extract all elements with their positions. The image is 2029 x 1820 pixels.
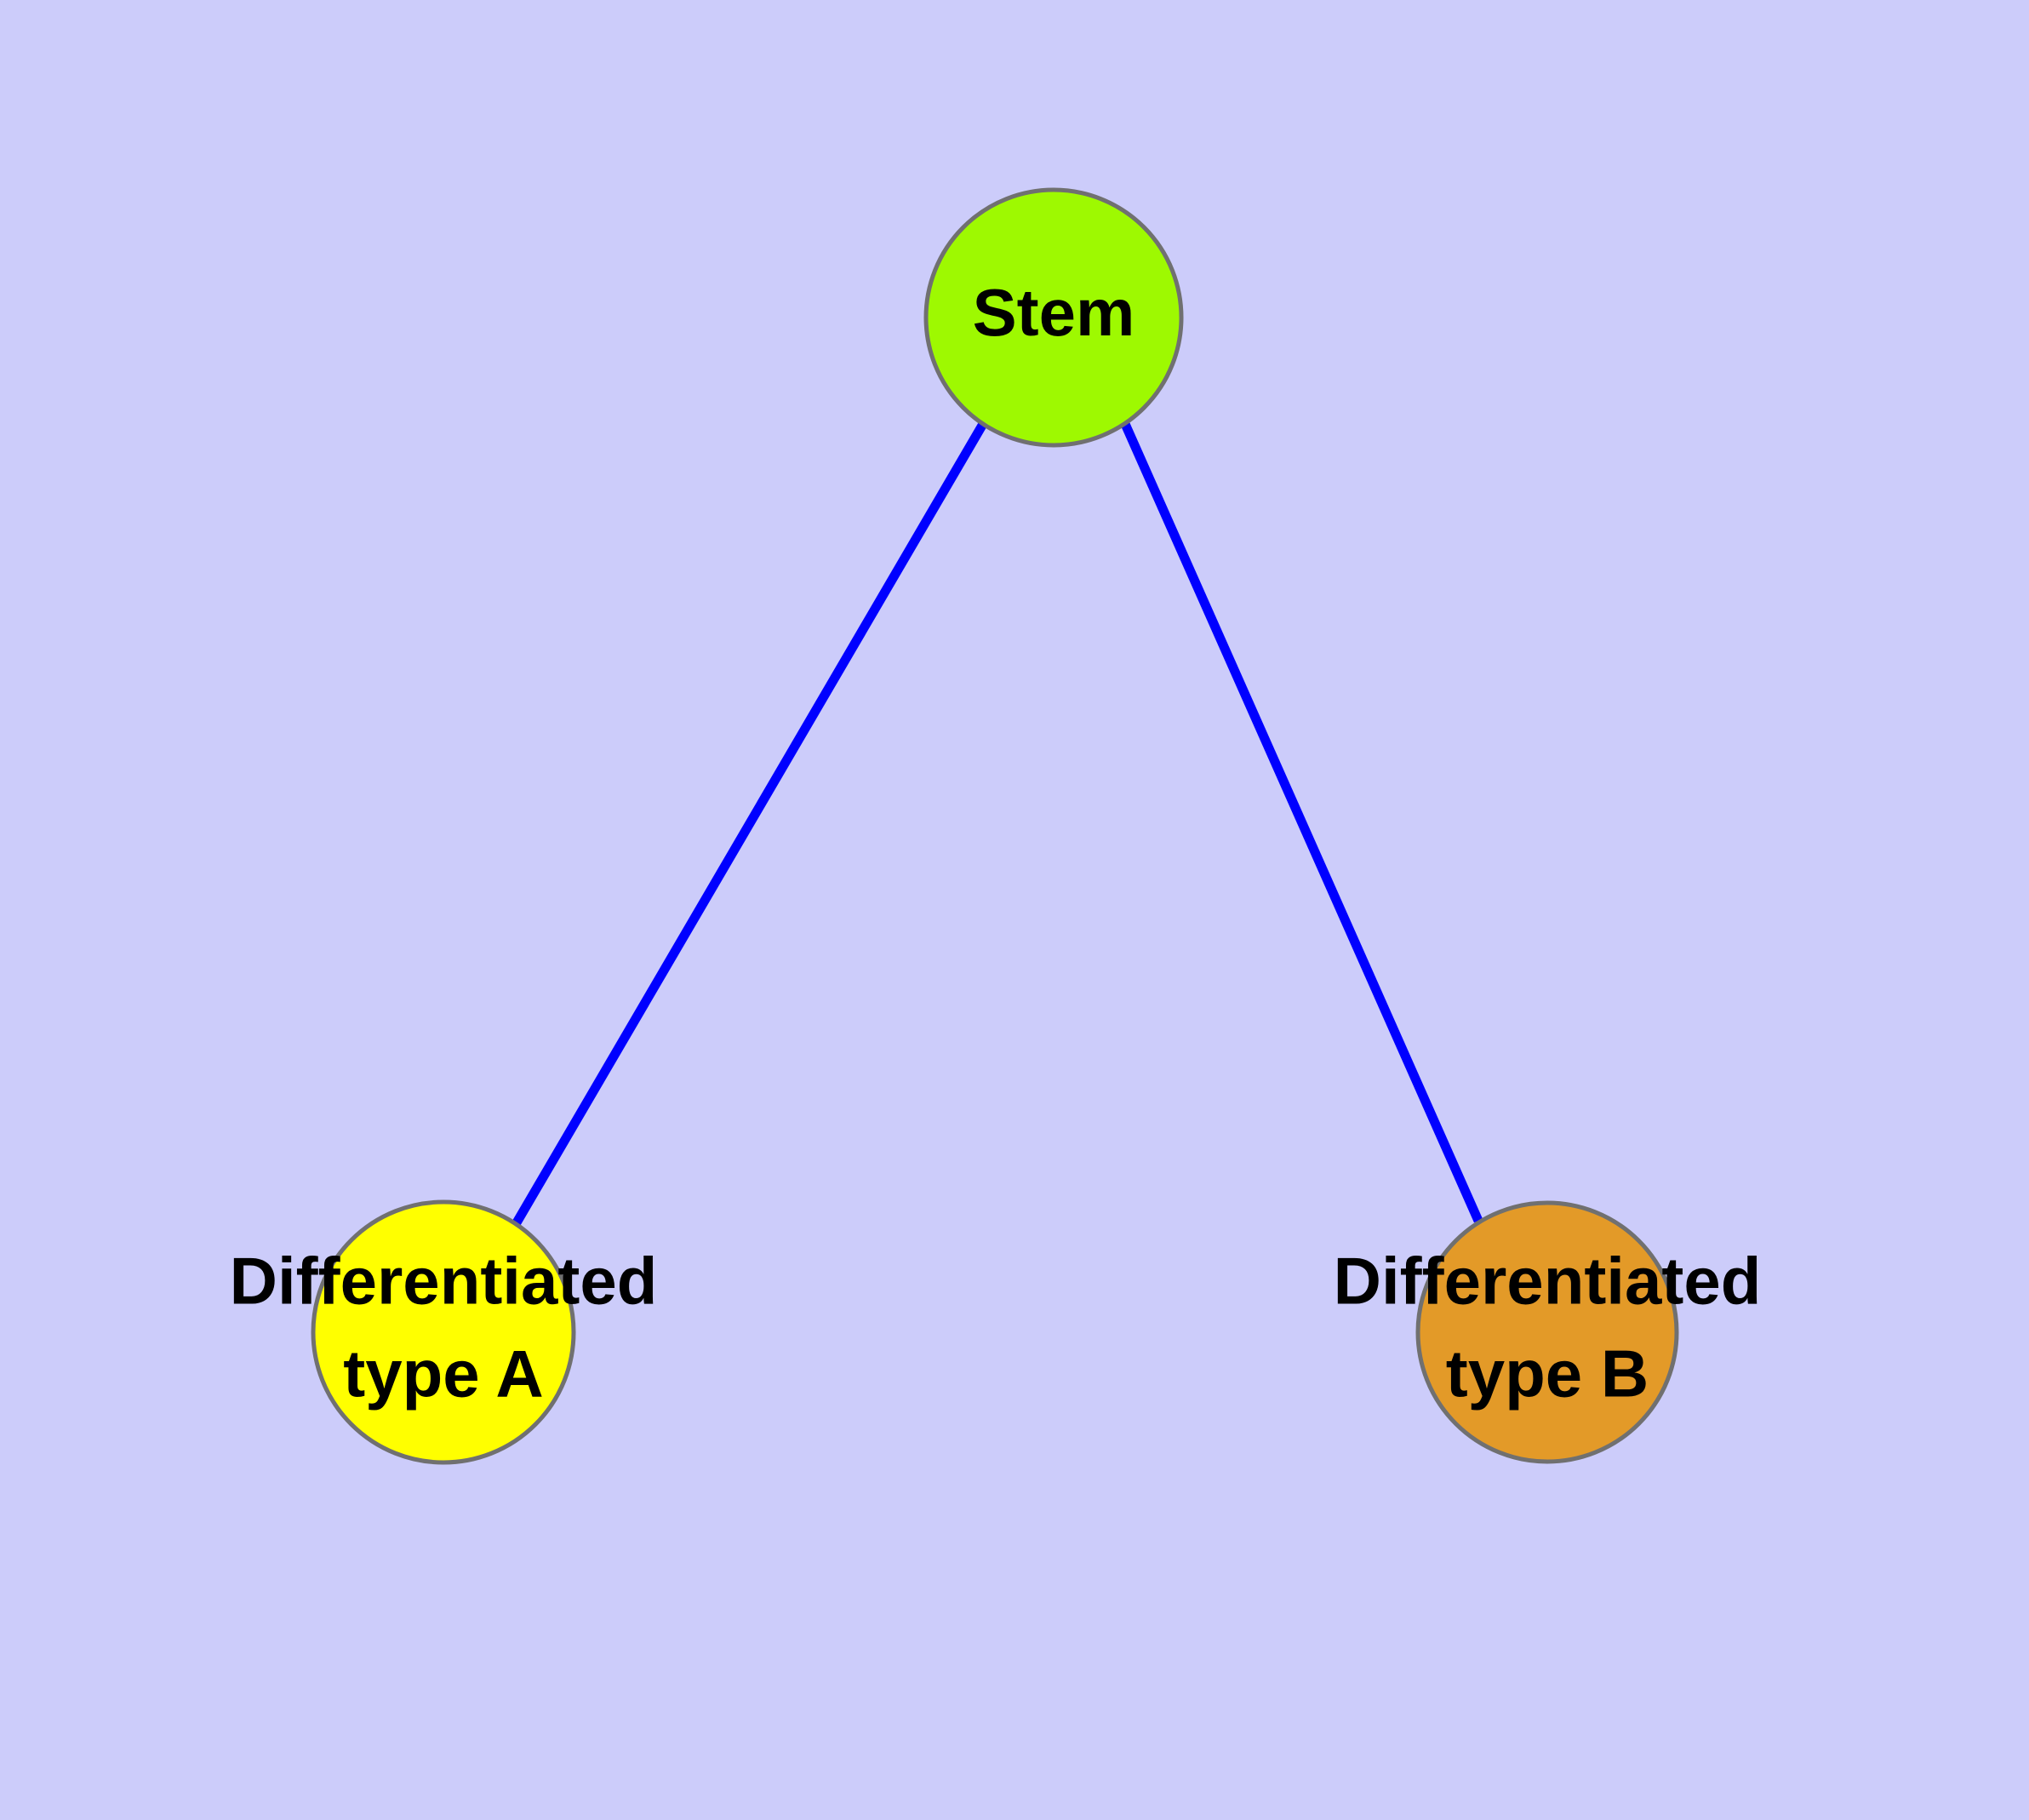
node-label-line-1: Stem	[973, 275, 1135, 350]
node-label-line-1: Differentiated	[230, 1243, 658, 1318]
edge-stem-to-diff-a[interactable]	[512, 421, 987, 1227]
node-diff-b[interactable]	[1415, 1200, 1679, 1464]
node-diff-a[interactable]	[311, 1199, 576, 1465]
node-label-diff-a: Differentiated type A	[230, 1243, 658, 1411]
nodes-group	[311, 187, 1679, 1465]
node-label-line-1: Differentiated	[1334, 1243, 1762, 1318]
node-label-line-2: type B	[1446, 1336, 1649, 1411]
node-label-stem: Stem	[973, 275, 1135, 350]
node-label-diff-b: Differentiated type B	[1334, 1243, 1762, 1411]
edge-stem-to-diff-b[interactable]	[1120, 421, 1483, 1223]
node-stem[interactable]	[923, 187, 1184, 448]
edges-group	[512, 421, 1483, 1227]
node-label-line-2: type A	[343, 1336, 544, 1411]
